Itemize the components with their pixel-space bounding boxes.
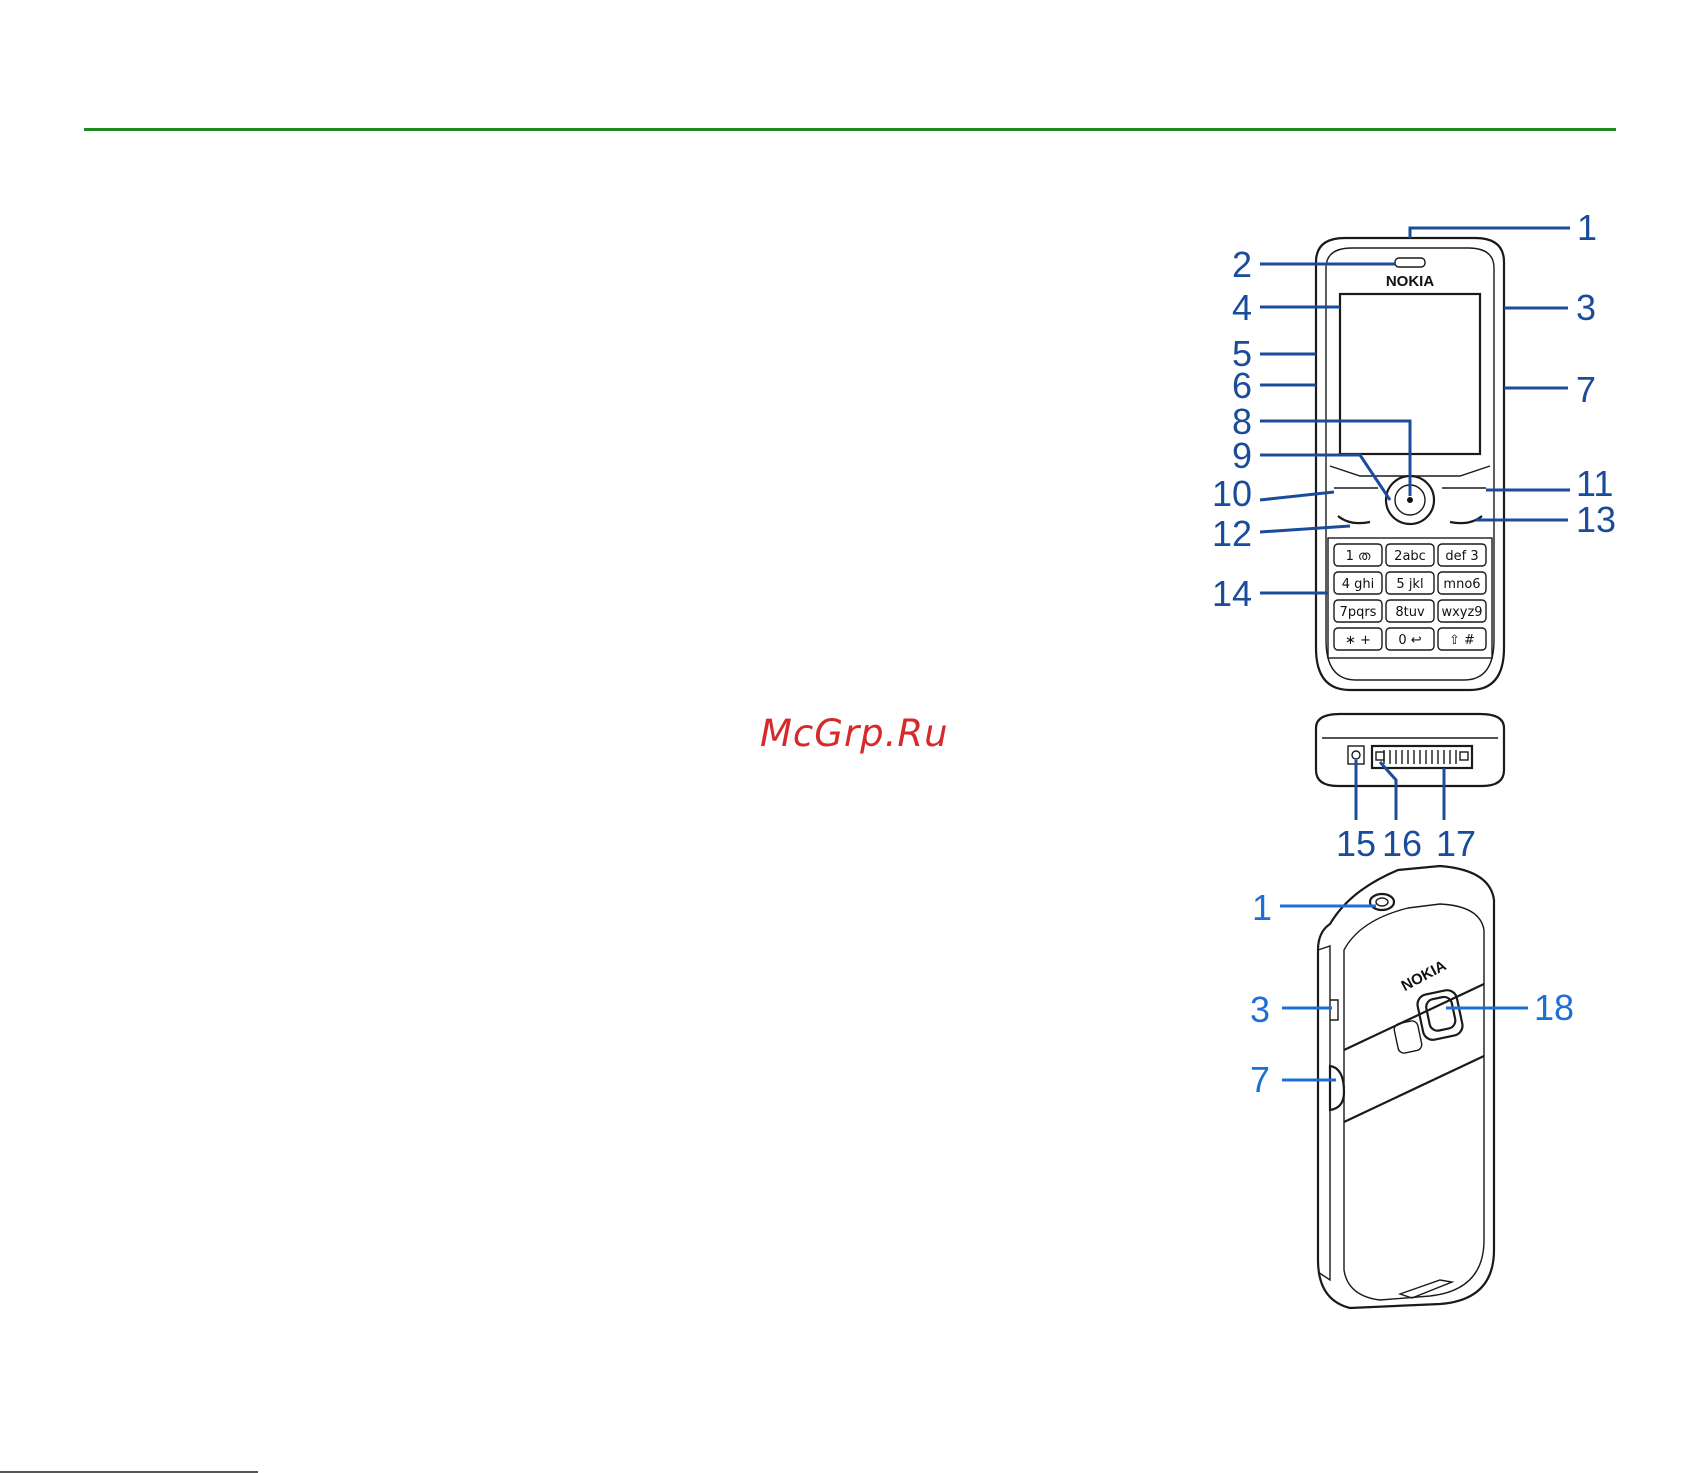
callout-back-3: 3 [1250,989,1270,1030]
camera-band-bottom [1344,1056,1484,1122]
callout-9: 9 [1232,435,1252,476]
key-9-label: wxyz9 [1441,605,1482,620]
power-key-inner [1376,898,1388,906]
callout-back-7: 7 [1250,1059,1270,1100]
callout-6: 6 [1232,365,1252,406]
callout-15: 15 [1336,823,1376,864]
callout-16: 16 [1382,823,1422,864]
key-hash-label: ⇧ # [1449,633,1475,648]
camera-lens [1425,995,1457,1032]
back-callout-numbers: 1 3 7 18 [1250,887,1574,1100]
charger-port [1352,751,1360,759]
key-4-label: 4 ghi [1342,577,1375,592]
callout-4: 4 [1232,287,1252,328]
volume-key [1330,1066,1344,1110]
bottom-grille [1400,1280,1452,1298]
nokia-logo: NOKIA [1386,273,1435,290]
leader-16 [1380,762,1396,820]
callout-7: 7 [1576,369,1596,410]
callout-back-1: 1 [1252,887,1272,928]
callout-14: 14 [1212,573,1252,614]
key-6-label: mno6 [1443,577,1480,592]
key-7-label: 7pqrs [1340,605,1377,620]
camera-lens-frame [1416,988,1465,1041]
callout-13: 13 [1576,499,1616,540]
callout-1: 1 [1577,207,1597,248]
back-cover-outline [1344,904,1484,1300]
earpiece [1395,258,1425,267]
leader-8 [1260,421,1410,496]
key-1-label: 1 ത [1346,549,1371,564]
leader-1 [1410,228,1570,238]
key-row-3: 7pqrs 8tuv wxyz9 [1334,600,1486,622]
system-connector [1372,746,1472,768]
side-key-3 [1330,1000,1338,1020]
callout-12: 12 [1212,513,1252,554]
connector-pins [1384,750,1456,764]
key-8-label: 8tuv [1395,605,1425,620]
key-star-label: ∗ + [1345,633,1371,648]
key-3-label: def 3 [1445,549,1478,564]
key-0-label: 0 ↩ [1398,633,1421,648]
call-key [1338,516,1370,523]
leader-10 [1260,492,1334,500]
phone-front-view: NOKIA 1 ത 2abc def 3 [1212,207,1616,690]
callout-10: 10 [1212,473,1252,514]
key-row-1: 1 ത 2abc def 3 [1334,544,1486,566]
leader-12 [1260,526,1350,532]
callout-2: 2 [1232,244,1252,285]
phone-back-view: NOKIA 1 3 7 18 [1250,866,1574,1308]
bottom-housing-outline [1316,714,1504,786]
key-row-4: ∗ + 0 ↩ ⇧ # [1334,628,1486,650]
callout-17: 17 [1436,823,1476,864]
connector-end [1460,752,1468,760]
back-side-edge [1318,946,1330,1280]
nokia-logo-back: NOKIA [1399,957,1450,995]
key-row-2: 4 ghi 5 jkl mno6 [1334,572,1486,594]
navi-key-center [1407,497,1413,503]
keypad-keys: 1 ത 2abc def 3 4 ghi 5 jkl mno6 7pqrs [1334,544,1486,650]
headset-port [1376,752,1384,760]
callout-back-18: 18 [1534,987,1574,1028]
key-2-label: 2abc [1394,549,1426,564]
callout-3: 3 [1576,287,1596,328]
power-key [1370,894,1394,910]
camera-band-top [1344,984,1484,1050]
callout-11: 11 [1576,463,1613,504]
bottom-callout-numbers: 15 16 17 [1336,823,1476,864]
phone-bottom-view: 15 16 17 [1316,714,1504,864]
key-5-label: 5 jkl [1396,577,1423,592]
